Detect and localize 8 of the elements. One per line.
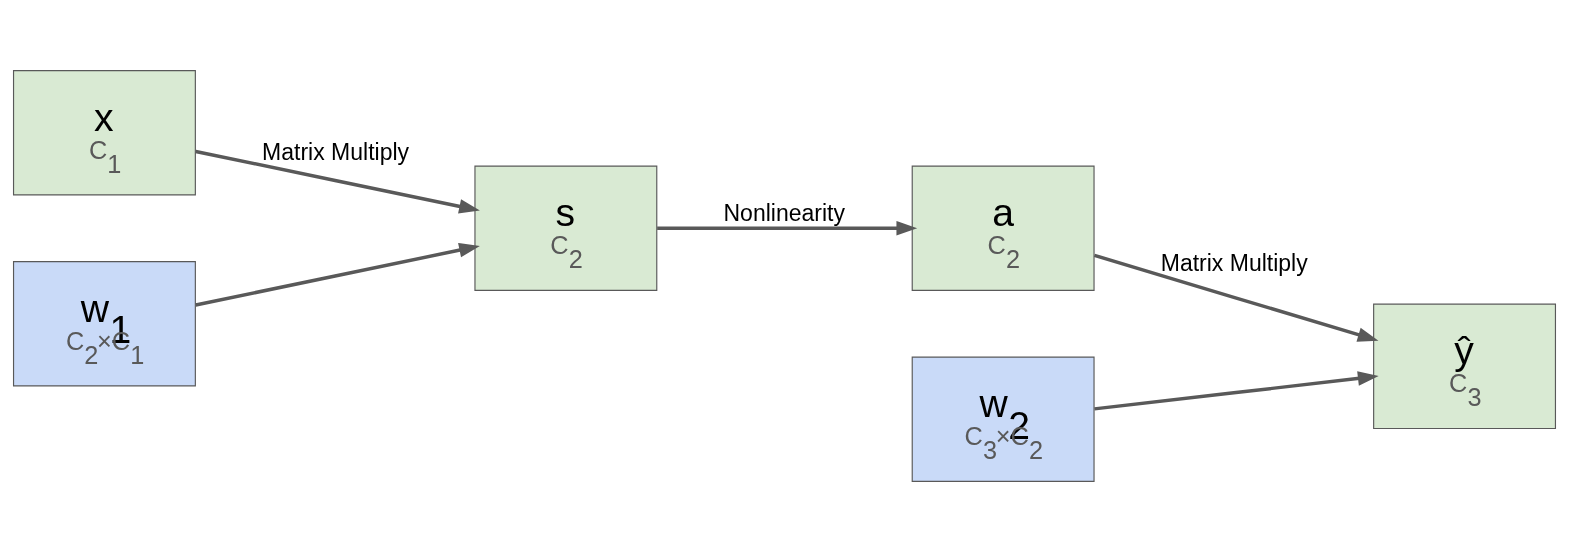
edge-label: Nonlinearity — [723, 199, 845, 226]
arrow — [657, 220, 918, 235]
arrow — [195, 242, 480, 307]
arrow — [195, 149, 480, 213]
arrow — [1094, 370, 1379, 411]
edge-label: Matrix Multiply — [1160, 249, 1308, 276]
arrow — [1093, 253, 1379, 342]
edge-label: Matrix Multiply — [262, 138, 410, 165]
